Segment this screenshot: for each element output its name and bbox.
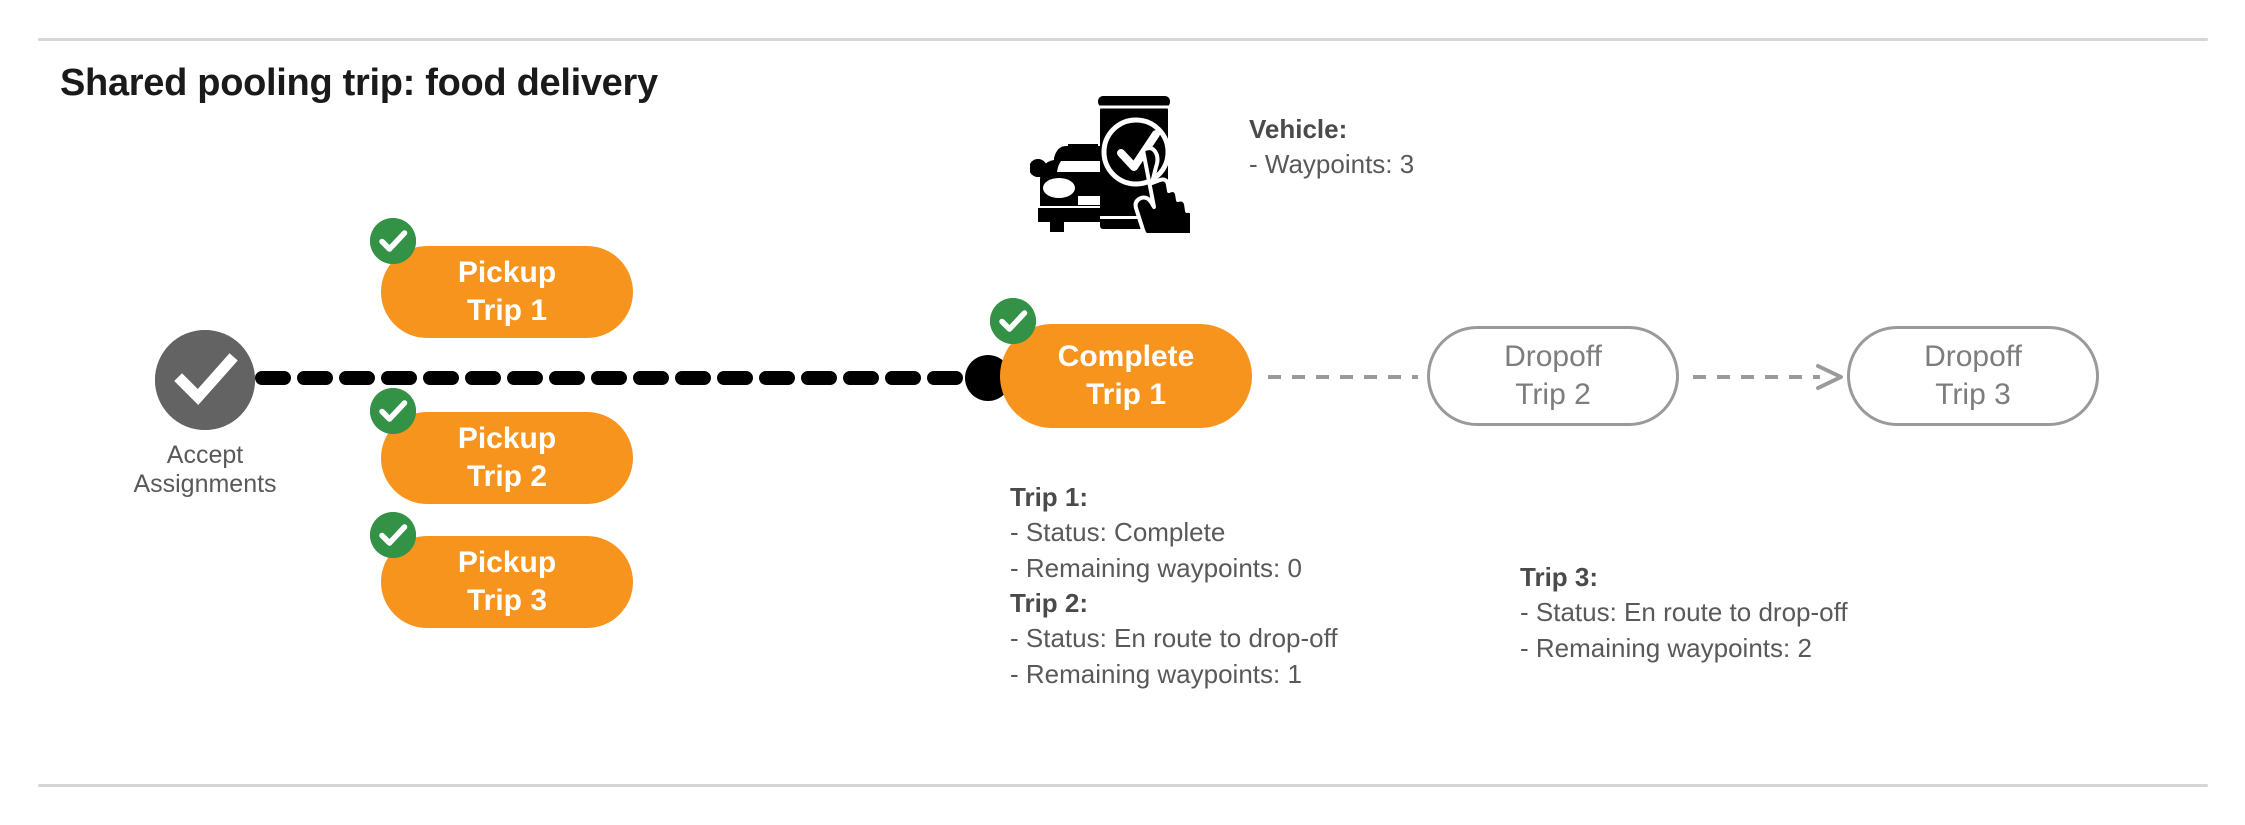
vehicle-info-header: Vehicle: [1249, 114, 1348, 144]
car-phone-check-icon [1030, 88, 1190, 233]
page-title: Shared pooling trip: food delivery [60, 62, 658, 104]
vehicle-info-block: Vehicle: - Waypoints: 3 [1249, 112, 1414, 183]
node-dropoff-trip-3[interactable]: Dropoff Trip 3 [1847, 326, 2099, 426]
arrowhead-icon [1816, 364, 1843, 390]
pickup-1-line-1: Pickup [457, 256, 557, 290]
accept-assignments-label: Accept Assignments [103, 441, 307, 498]
trip-1-waypoints-row: - Remaining waypoints: 0 [1010, 552, 1302, 583]
accept-label-line-2: Assignments [133, 469, 277, 498]
check-circle-icon [155, 330, 255, 430]
dropoff-3-line-2: Trip 3 [1935, 378, 2011, 411]
pickup-1-line-2: Trip 1 [466, 294, 548, 327]
node-pickup-trip-2[interactable]: Pickup Trip 2 [381, 412, 633, 504]
pickup-2-line-1: Pickup [457, 422, 557, 456]
accept-assignments-node[interactable]: Accept Assignments [133, 330, 277, 498]
trip-2-header: Trip 2: [1010, 588, 1089, 619]
dropoff-2-line-2: Trip 2 [1515, 378, 1591, 411]
trip-3-info-block: Trip 3: - Status: En route to drop-off -… [1520, 560, 1848, 666]
check-badge-icon [370, 218, 416, 264]
bottom-divider [38, 784, 2208, 787]
trip-1-header: Trip 1: [1010, 482, 1089, 512]
pickup-3-line-2: Trip 3 [466, 584, 548, 617]
complete-line-1: Complete [1057, 340, 1195, 374]
node-dropoff-trip-2[interactable]: Dropoff Trip 2 [1427, 326, 1679, 426]
trip-3-header: Trip 3: [1520, 562, 1599, 592]
check-badge-icon [990, 298, 1036, 344]
trip-1-status-row: - Status: Complete [1010, 517, 1226, 548]
trip-1-2-info-block: Trip 1: - Status: Complete - Remaining w… [1010, 480, 1338, 692]
node-pickup-trip-1[interactable]: Pickup Trip 1 [381, 246, 633, 338]
accept-label-line-1: Accept [166, 441, 244, 469]
dropoff-2-line-1: Dropoff [1504, 340, 1602, 374]
trip-3-status-row: - Status: En route to drop-off [1520, 597, 1848, 628]
trip-3-waypoints-row: - Remaining waypoints: 2 [1520, 632, 1812, 663]
pickup-2-line-2: Trip 2 [466, 460, 548, 493]
node-pickup-trip-3[interactable]: Pickup Trip 3 [381, 536, 633, 628]
pickup-3-line-1: Pickup [457, 546, 557, 580]
top-divider [38, 38, 2208, 41]
complete-line-2: Trip 1 [1085, 378, 1167, 411]
trip-2-status-row: - Status: En route to drop-off [1010, 623, 1338, 654]
check-badge-icon [370, 512, 416, 558]
vehicle-info-row-0: - Waypoints: 3 [1249, 149, 1415, 180]
node-complete-trip-1[interactable]: Complete Trip 1 [1000, 324, 1252, 428]
check-badge-icon [370, 388, 416, 434]
trip-2-waypoints-row: - Remaining waypoints: 1 [1010, 658, 1302, 689]
dropoff-3-line-1: Dropoff [1924, 340, 2022, 374]
